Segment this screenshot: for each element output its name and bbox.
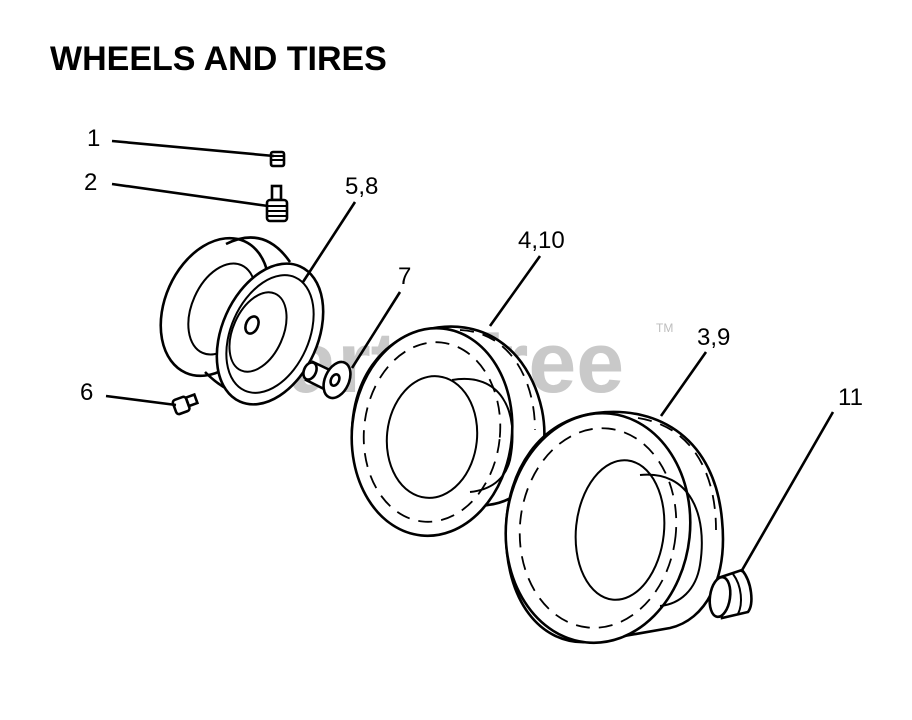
- valve-stem-part: [265, 184, 289, 223]
- page-title: WHEELS AND TIRES: [50, 40, 387, 78]
- leader-line-4-10: [488, 255, 542, 327]
- rear-tire-part: [504, 410, 725, 645]
- bushing-part: [302, 360, 352, 400]
- callout-2: 2: [84, 169, 97, 196]
- leader-line-11: [739, 411, 835, 573]
- callout-5-8: 5,8: [345, 173, 378, 200]
- callout-6: 6: [80, 379, 93, 406]
- callout-1: 1: [87, 125, 100, 152]
- wheel-rim-part: [159, 236, 325, 406]
- front-tire-part: [350, 325, 546, 538]
- callout-4-10: 4,10: [518, 227, 565, 254]
- leader-line-1: [111, 139, 275, 158]
- watermark-trademark: TM: [656, 321, 673, 335]
- callout-7: 7: [398, 263, 411, 290]
- callout-3-9: 3,9: [697, 324, 730, 351]
- callout-11: 11: [838, 384, 863, 411]
- leader-lines: [105, 139, 835, 573]
- grease-fitting-part: [171, 392, 200, 416]
- leader-line-2: [111, 182, 269, 208]
- leader-line-6: [105, 394, 177, 407]
- leader-line-5-8: [301, 201, 357, 283]
- callout-labels: 1 2 5,8 7 6 4,10 3,9 11: [80, 125, 863, 411]
- leader-line-3-9: [659, 351, 708, 417]
- leader-line-7: [350, 291, 402, 369]
- valve-cap-part: [269, 150, 286, 168]
